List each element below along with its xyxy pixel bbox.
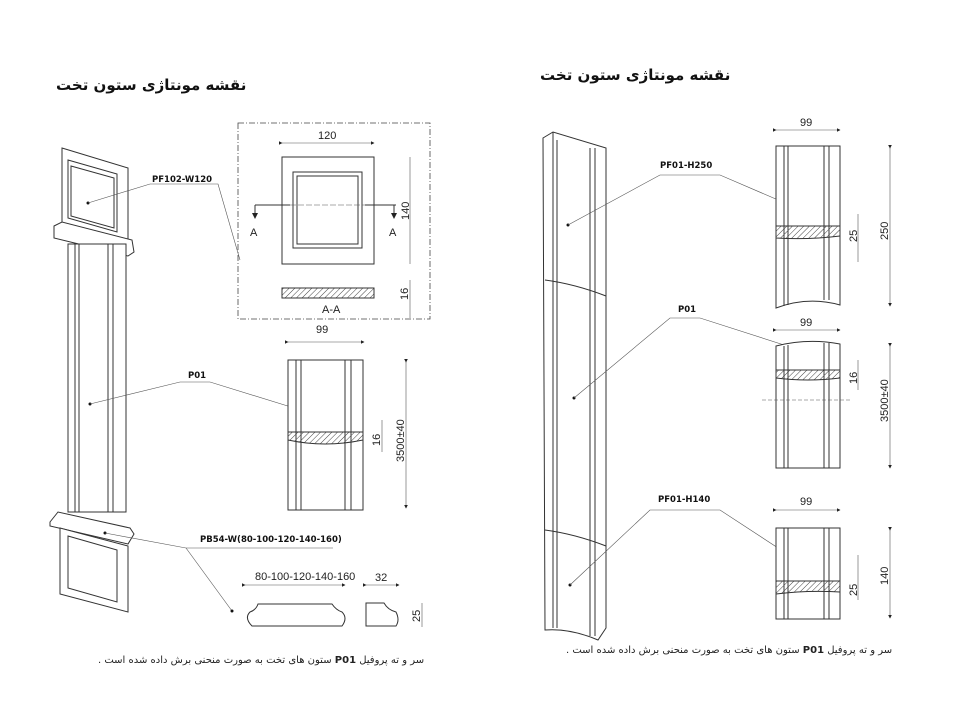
- dim-32: 32: [375, 572, 387, 584]
- note-profile-code: P01: [802, 645, 825, 656]
- dim-140-bot: 140: [879, 567, 891, 585]
- dim-16-col-left: 16: [371, 434, 383, 446]
- label-pf01-h250: PF01-H250: [660, 161, 712, 171]
- label-pf102-w120: PF102-W120: [152, 175, 212, 185]
- dim-16-right: 16: [848, 372, 860, 384]
- dim-99-mid: 99: [800, 317, 812, 329]
- dim-25-base: 25: [411, 610, 423, 622]
- note-text-before: سر و ته پروفیل: [359, 655, 425, 666]
- right-title: نقشه مونتاژی ستون تخت: [540, 66, 731, 84]
- dim-25-top: 25: [848, 230, 860, 242]
- dim-base-widths: 80-100-120-140-160: [255, 571, 355, 583]
- dim-250: 250: [879, 222, 891, 240]
- note-text-after: ستون های تخت به صورت منحنی برش داده شده …: [98, 655, 332, 666]
- base-detail: 80-100-120-140-160 32 25: [242, 571, 423, 627]
- section-marker-a2: A: [389, 227, 397, 239]
- label-pb54: PB54-W(80-100-120-140-160): [200, 535, 342, 545]
- note-profile-code: P01: [334, 655, 357, 666]
- dim-3500-right: 3500±40: [879, 379, 891, 422]
- dim-99-bot: 99: [800, 496, 812, 508]
- frame-detail: A A 120 140 A-A 16: [237, 122, 431, 320]
- dim-99-top: 99: [800, 117, 812, 129]
- section-a-a: A-A: [322, 304, 341, 316]
- label-p01-right: P01: [678, 305, 696, 315]
- dim-120: 120: [318, 130, 336, 142]
- dim-3500-left: 3500±40: [395, 419, 407, 462]
- label-p01-left: P01: [188, 371, 206, 381]
- detail-p01-right: 99 16 3500±40: [762, 317, 892, 469]
- dim-140: 140: [400, 202, 412, 220]
- left-column-assembly: [49, 147, 135, 613]
- dim-16-frame: 16: [399, 288, 411, 300]
- dim-25-bot: 25: [848, 584, 860, 596]
- label-pf01-h140: PF01-H140: [658, 495, 710, 505]
- right-column-assembly: [542, 131, 607, 641]
- detail-pf01-h140: 99 25 140: [773, 496, 892, 620]
- right-footnote: سر و ته پروفیل P01 ستون های تخت به صورت …: [566, 645, 892, 656]
- left-title: نقشه مونتاژی ستون تخت: [56, 76, 247, 94]
- column-detail-left: 99 16 3500±40: [285, 324, 408, 511]
- note-text-before: سر و ته پروفیل: [827, 645, 893, 656]
- section-marker-a: A: [250, 227, 258, 239]
- dim-99-left: 99: [316, 324, 328, 336]
- note-text-after: ستون های تخت به صورت منحنی برش داده شده …: [566, 645, 800, 656]
- left-footnote: سر و ته پروفیل P01 ستون های تخت به صورت …: [98, 655, 424, 666]
- detail-pf01-h250: 99 25 250: [773, 117, 892, 309]
